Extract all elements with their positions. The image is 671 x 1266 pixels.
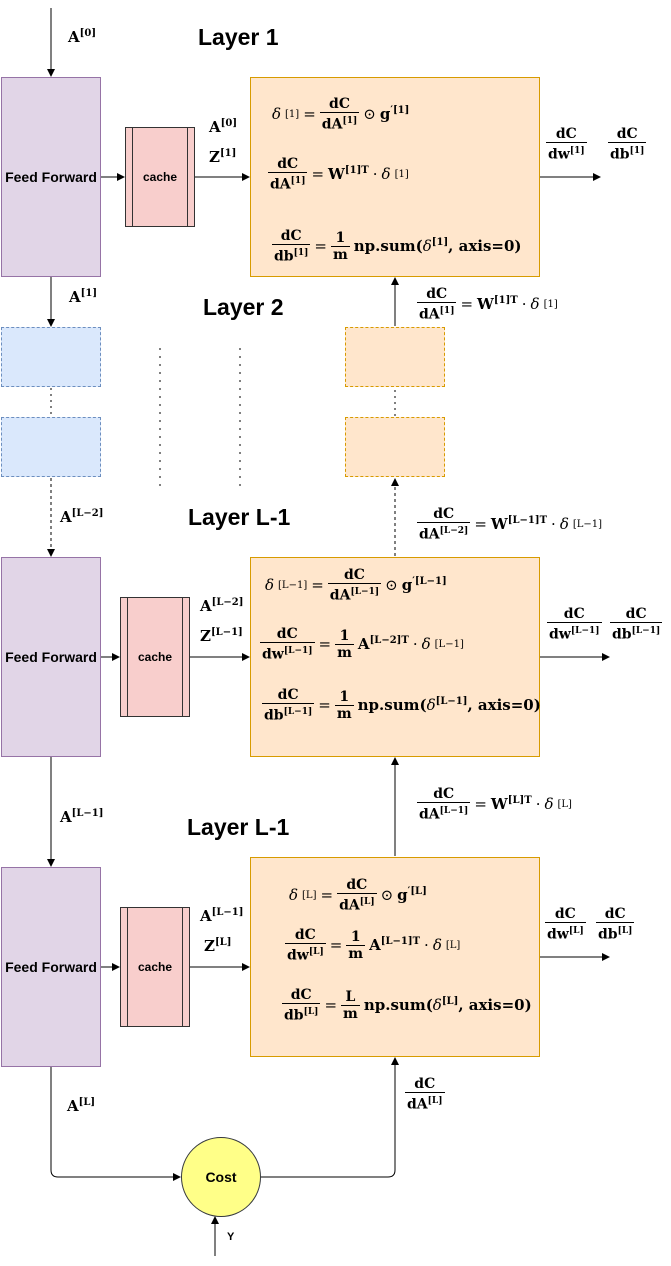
feed-forward-label: Feed Forward [5,169,97,185]
cache-block-l: cache [120,907,190,1027]
backprop-block-l-minus-1 [250,557,540,757]
title-layer-l: Layer L-1 [187,814,290,840]
cost-label: Cost [205,1169,237,1185]
title-layer-1: Layer 1 [198,24,279,50]
label-cachel-z-l: Z[L] [204,937,232,955]
label-a-l-minus-2: A[L−2] [60,508,104,526]
label-cachel1-z-l-minus-1: Z[L−1] [200,627,243,645]
label-cachel-a-l-minus-1: A[L−1] [200,907,244,925]
cache-label: cache [137,960,173,974]
y-label: Y [227,1231,235,1243]
label-cachel1-a-l-minus-2: A[L−2] [200,597,244,615]
label-a1: A[1] [69,288,98,306]
cache-label: cache [137,650,173,664]
backprop-block-2b [345,417,445,477]
backprop-block-2a [345,327,445,387]
cache-block-l-minus-1: cache [120,597,190,717]
cache-block-1: cache [125,127,195,227]
label-cache1-z1: Z[1] [209,148,237,166]
label-cache1-a0: A[0] [209,118,238,136]
cost-node: Cost [181,1137,261,1217]
title-layer-l-minus-1: Layer L-1 [188,504,291,530]
label-a0-input: A[0] [68,28,97,46]
title-layer-2: Layer 2 [203,294,284,320]
feed-forward-block-2a [1,327,101,387]
label-a-l-minus-1: A[L−1] [60,808,104,826]
label-a-l: A[L] [67,1097,96,1115]
feed-forward-block-1: Feed Forward [1,77,101,277]
backprop-block-l [250,857,540,1057]
backprop-block-1 [250,77,540,277]
feed-forward-block-l-minus-1: Feed Forward [1,557,101,757]
cache-label: cache [142,170,178,184]
feed-forward-label: Feed Forward [5,649,97,665]
feed-forward-block-2b [1,417,101,477]
feed-forward-block-l: Feed Forward [1,867,101,1067]
feed-forward-label: Feed Forward [5,959,97,975]
